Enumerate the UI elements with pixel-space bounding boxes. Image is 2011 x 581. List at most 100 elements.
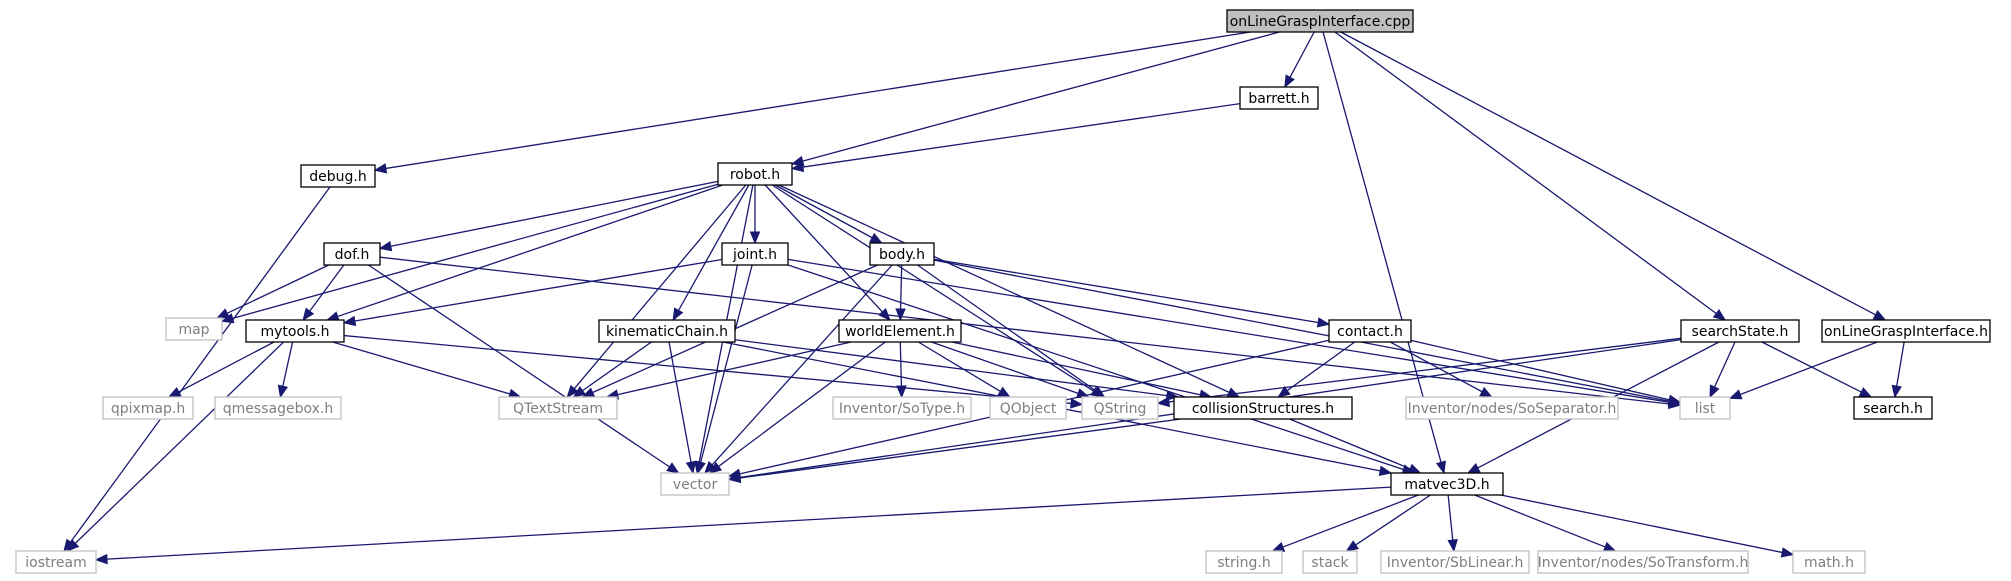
arrow-head-icon (1156, 396, 1171, 408)
edge-line (1500, 494, 1783, 554)
node-contact_h[interactable]: contact.h (1328, 319, 1412, 343)
arrow-head-icon (566, 384, 579, 399)
edge-dof_h-to-list (379, 256, 1682, 410)
arrow-head-icon (1226, 387, 1241, 398)
node-worldElement_h[interactable]: worldElement.h (838, 319, 962, 343)
node-box (721, 242, 789, 266)
edge-line (617, 341, 852, 396)
edge-line (787, 258, 1670, 403)
node-QString: QString (1081, 396, 1159, 420)
arrow-head-icon (869, 232, 883, 244)
arrow-head-icon (704, 460, 717, 474)
node-label: onLineGraspInterface.h (1824, 324, 1988, 340)
node-box (1226, 9, 1414, 33)
arrow-head-icon (167, 387, 182, 398)
node-qmessagebox_h: qmessagebox.h (214, 396, 342, 420)
node-box (245, 319, 345, 343)
edge-line (354, 258, 723, 322)
edge-line (802, 31, 1280, 162)
node-dof_h[interactable]: dof.h (323, 242, 381, 266)
node-debug_h[interactable]: debug.h (300, 164, 376, 188)
node-onLineGraspInterface_h[interactable]: onLineGraspInterface.h (1821, 319, 1991, 343)
edge-line (582, 341, 652, 392)
node-label: vector (673, 477, 718, 493)
edge-robot_h-to-dof_h (378, 180, 719, 252)
edge-line (1289, 418, 1411, 470)
node-label: kinematicChain.h (606, 324, 728, 340)
edge-dof_h-to-map (215, 264, 330, 319)
node-label: Inventor/nodes/SoSeparator.h (1408, 401, 1617, 417)
node-box (717, 162, 793, 186)
edge-line (1410, 339, 1670, 401)
node-mytools_h[interactable]: mytools.h (245, 319, 345, 343)
node-body_h[interactable]: body.h (869, 242, 935, 266)
edge-onLineGraspInterface_cpp-to-matvec3D_h (1322, 31, 1446, 475)
edge-line (1389, 341, 1483, 393)
node-label: worldElement.h (845, 324, 955, 340)
edge-mytools_h-to-qpixmap_h (167, 341, 275, 398)
arrow-head-icon (997, 386, 1011, 398)
node-box (598, 319, 736, 343)
edge-onLineGraspInterface_h-to-search_h (1891, 341, 1905, 399)
node-barrett_h[interactable]: barrett.h (1239, 86, 1319, 110)
node-box (323, 242, 381, 266)
node-box (1380, 550, 1530, 574)
node-box (660, 472, 730, 496)
edge-robot_h-to-QTextStream (566, 184, 747, 399)
arrow-head-icon (895, 308, 906, 322)
node-searchState_h[interactable]: searchState.h (1680, 319, 1800, 343)
node-search_h[interactable]: search.h (1853, 396, 1933, 420)
edge-line (178, 341, 275, 393)
node-onLineGraspInterface_cpp[interactable]: onLineGraspInterface.cpp (1226, 9, 1414, 33)
edge-dof_h-to-vector (368, 264, 680, 474)
arrow-head-icon (672, 307, 684, 322)
edge-line (1740, 341, 1878, 396)
edge-line (1322, 31, 1442, 463)
edges-layer (63, 31, 1905, 565)
node-math_h: math.h (1792, 550, 1866, 574)
edge-searchState_h-to-list (1709, 341, 1736, 399)
edge-barrett_h-to-robot_h (790, 103, 1241, 173)
node-box (1081, 396, 1159, 420)
node-robot_h[interactable]: robot.h (717, 162, 793, 186)
edge-line (700, 264, 753, 463)
arrow-head-icon (342, 315, 357, 327)
node-box (1302, 550, 1358, 574)
edge-line (1355, 494, 1431, 546)
edge-robot_h-to-mytools_h (325, 184, 723, 322)
edge-line (718, 341, 886, 467)
node-qpixmap_h: qpixmap.h (102, 396, 194, 420)
node-label: Inventor/SbLinear.h (1387, 555, 1524, 571)
edge-searchState_h-to-QString (1156, 337, 1682, 408)
edge-line (899, 341, 903, 387)
edge-line (379, 256, 1670, 405)
node-joint_h[interactable]: joint.h (721, 242, 789, 266)
node-collisionStructures_h[interactable]: collisionStructures.h (1173, 396, 1353, 420)
edge-line (931, 341, 1079, 394)
arrow-head-icon (685, 460, 697, 475)
node-label: math.h (1804, 555, 1854, 571)
arrow-head-icon (1271, 541, 1286, 552)
edge-contact_h-to-list (1410, 339, 1682, 405)
edge-dof_h-to-mytools_h (302, 264, 345, 322)
node-matvec3D_h[interactable]: matvec3D.h (1390, 472, 1504, 496)
node-string_h: string.h (1205, 550, 1283, 574)
edge-line (917, 264, 1096, 392)
node-box (989, 396, 1067, 420)
edge-line (106, 486, 1392, 560)
node-box (869, 242, 935, 266)
edge-onLineGraspInterface_cpp-to-debug_h (373, 31, 1251, 174)
edge-line (677, 184, 750, 311)
node-label: qpixmap.h (111, 401, 185, 417)
node-box (1205, 550, 1283, 574)
node-label: list (1695, 401, 1716, 417)
node-label: map (178, 322, 209, 338)
node-box (1537, 550, 1749, 574)
arrow-head-icon (1447, 539, 1458, 553)
node-kinematicChain_h[interactable]: kinematicChain.h (598, 319, 736, 343)
edge-worldElement_h-to-QObject (917, 341, 1011, 398)
arrow-head-icon (1780, 547, 1795, 558)
arrow-head-icon (695, 460, 706, 475)
arrow-head-icon (708, 461, 723, 474)
node-box (1680, 319, 1800, 343)
